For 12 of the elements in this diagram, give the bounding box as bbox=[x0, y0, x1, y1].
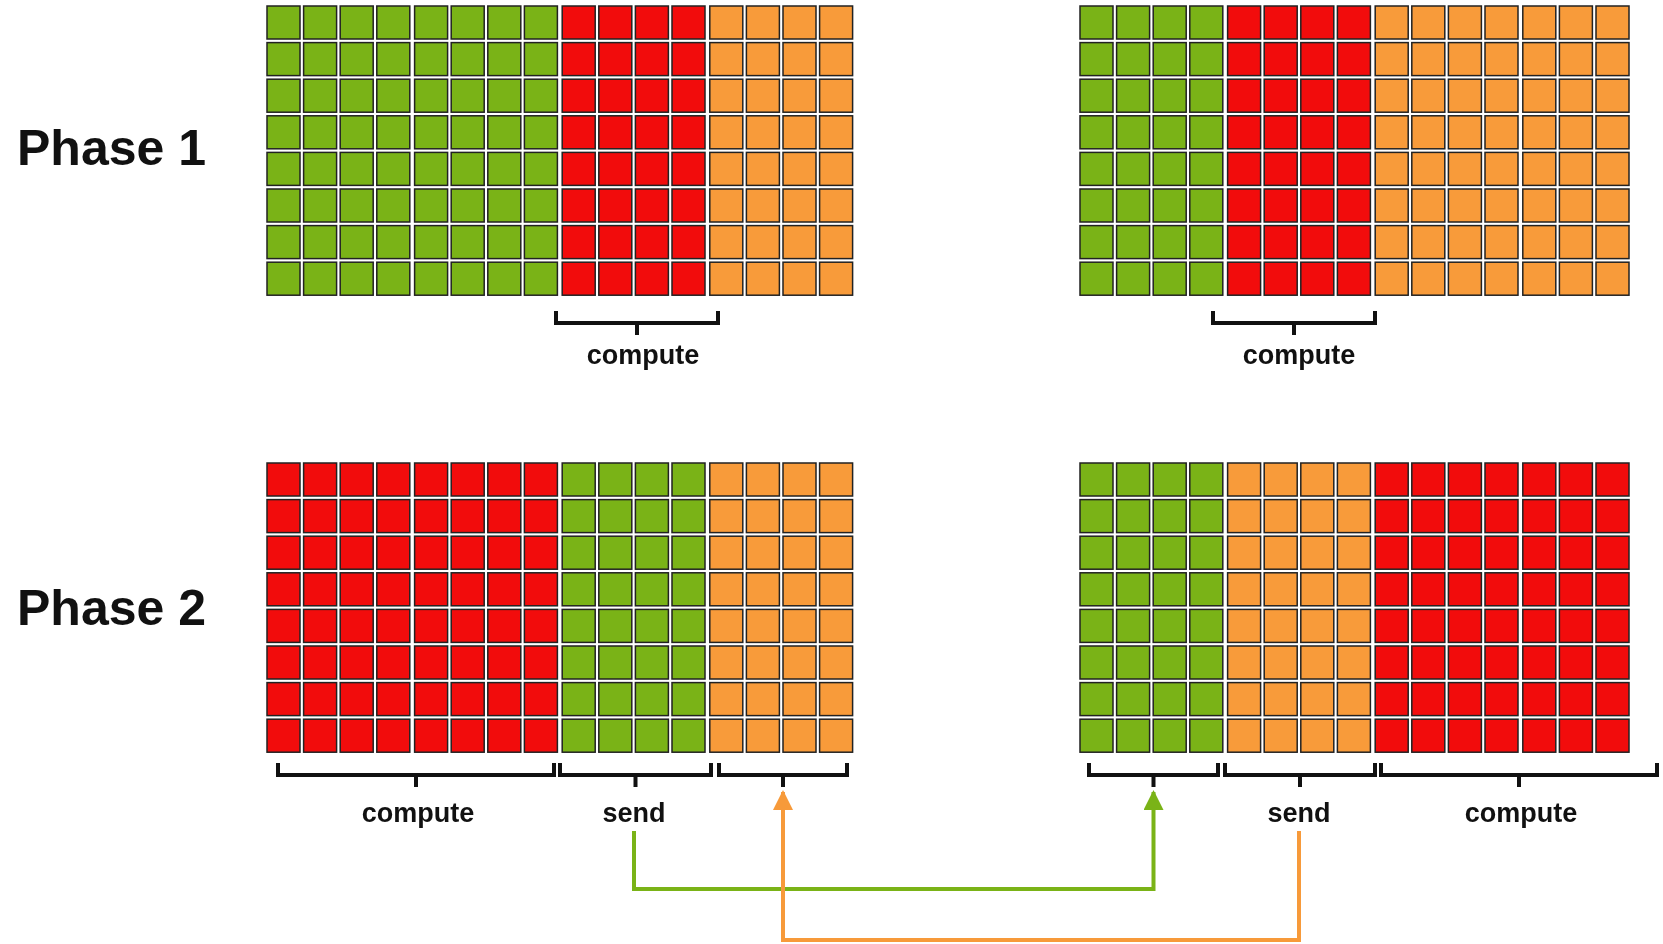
bracket-label: compute bbox=[586, 342, 700, 369]
bracket bbox=[717, 761, 849, 789]
bracket-label: send bbox=[1267, 800, 1331, 827]
bracket-label: send bbox=[602, 800, 666, 827]
phase-heading: Phase 2 bbox=[17, 583, 206, 633]
arrow bbox=[773, 790, 1301, 942]
phase-heading: Phase 1 bbox=[17, 123, 206, 173]
bracket-label: compute bbox=[1464, 800, 1578, 827]
bracket bbox=[1087, 761, 1220, 789]
bracket-label: compute bbox=[1242, 342, 1356, 369]
bracket-label: compute bbox=[361, 800, 475, 827]
arrow bbox=[632, 790, 1164, 891]
